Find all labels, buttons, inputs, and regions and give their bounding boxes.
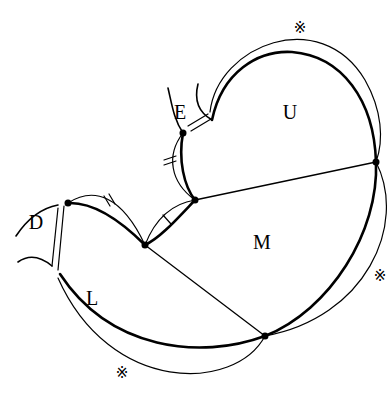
reference-mark: ※ [293, 21, 308, 36]
tick-mark [163, 215, 171, 224]
landmark-dot [373, 159, 380, 166]
region-letter: M [253, 232, 271, 252]
region-letter: E [174, 102, 186, 122]
measure-arc [173, 133, 195, 200]
junction-line [188, 114, 208, 126]
stomach-outline [68, 133, 195, 245]
measure-arc [210, 39, 381, 162]
duodenum-wall [18, 257, 52, 266]
tick-mark [104, 194, 115, 206]
measure-arc [58, 278, 265, 374]
pylorus-line [52, 208, 58, 266]
measure-arc [68, 195, 145, 245]
region-letter: L [86, 288, 98, 308]
pylorus-line [58, 206, 64, 270]
reference-mark: ※ [115, 366, 130, 381]
region-letter: D [29, 212, 43, 232]
landmark-dot [65, 200, 72, 207]
region-letter: U [283, 102, 297, 122]
reference-mark: ※ [373, 269, 388, 284]
esophagus-wall [197, 84, 212, 120]
measure-arc [145, 200, 195, 245]
measure-arc [265, 162, 386, 336]
landmark-dot [180, 130, 187, 137]
landmark-dot [142, 242, 149, 249]
region-divider [145, 245, 265, 336]
tick-mark [164, 156, 176, 165]
stomach-outline [60, 52, 376, 348]
junction-line [191, 119, 211, 131]
landmark-dot [262, 333, 269, 340]
duodenum-wall [16, 205, 58, 236]
region-divider [195, 162, 376, 200]
landmark-dot [192, 197, 199, 204]
